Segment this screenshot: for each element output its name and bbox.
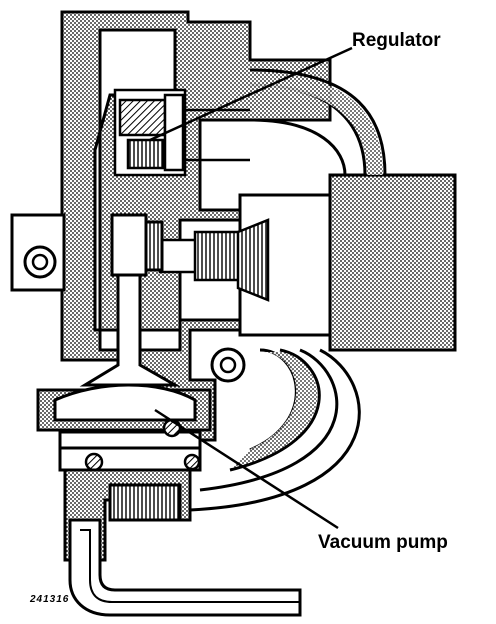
cooling-fin-fill: [232, 72, 383, 468]
pump-spindle: [79, 213, 181, 387]
lower-bolt-boss: [210, 347, 246, 383]
rotor-shaft: [158, 218, 270, 302]
regulator-assembly: [113, 88, 250, 177]
outlet-pipe: [68, 518, 302, 617]
regulator-label: Regulator: [352, 30, 441, 51]
figure-reference-number: 241316: [30, 594, 70, 605]
vacuum-pump-label: Vacuum pump: [318, 532, 448, 553]
leader-lines: [149, 46, 353, 530]
stator-body: [238, 173, 457, 352]
left-mounting-lug: [10, 213, 66, 292]
cooling-fins: [189, 68, 387, 512]
